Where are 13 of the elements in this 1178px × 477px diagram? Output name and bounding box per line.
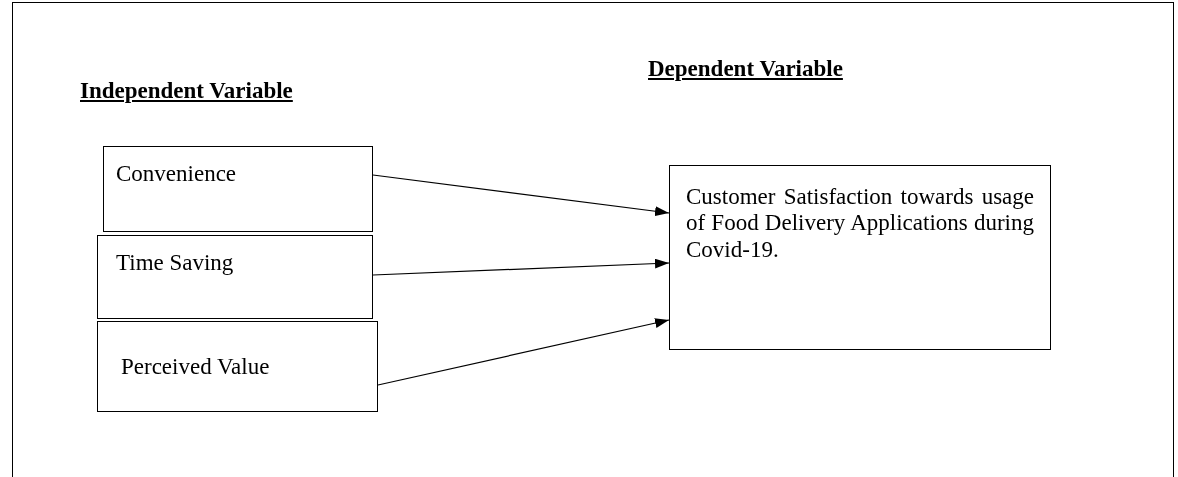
section-heading: Independent Variable bbox=[80, 78, 293, 104]
variable-box bbox=[669, 165, 1051, 350]
box-text: Customer Satisfaction towards usage of Food Delivery Applications during Covid-19. bbox=[686, 184, 1034, 264]
section-heading: Dependent Variable bbox=[648, 56, 843, 82]
variable-box bbox=[103, 146, 373, 232]
variable-box bbox=[97, 235, 373, 319]
box-text: Time Saving bbox=[116, 250, 235, 277]
box-text: Convenience bbox=[116, 161, 238, 188]
box-text: Perceived Value bbox=[121, 354, 271, 381]
arrow bbox=[377, 318, 670, 386]
variable-box bbox=[97, 321, 378, 412]
arrow bbox=[372, 258, 670, 276]
arrow bbox=[372, 174, 670, 217]
